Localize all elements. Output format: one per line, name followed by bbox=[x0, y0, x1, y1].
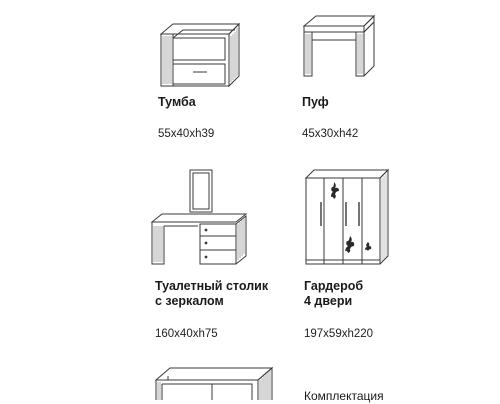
item-dimensions-pouf: 45x30xh42 bbox=[302, 128, 359, 140]
item-dimensions-nightstand: 55x40xh39 bbox=[158, 128, 215, 140]
pouf-drawing bbox=[298, 10, 378, 85]
dressing-table-drawing bbox=[148, 168, 252, 268]
nightstand-drawing bbox=[155, 20, 247, 92]
item-title-pouf: Пуф bbox=[302, 95, 329, 109]
item-title-nightstand: Тумба bbox=[158, 95, 196, 109]
shelving-unit-drawing bbox=[150, 354, 278, 400]
item-title-dressing-table: Туалетный столик с зеркалом bbox=[155, 279, 269, 308]
item-dimensions-dressing-table: 160x40xh75 bbox=[155, 328, 218, 340]
item-dimensions-wardrobe: 197x59xh220 bbox=[304, 328, 374, 340]
item-title-wardrobe: Гардероб 4 двери bbox=[304, 279, 364, 308]
wardrobe-drawing bbox=[300, 168, 392, 272]
item-title-set: Комплектация bbox=[304, 389, 384, 403]
